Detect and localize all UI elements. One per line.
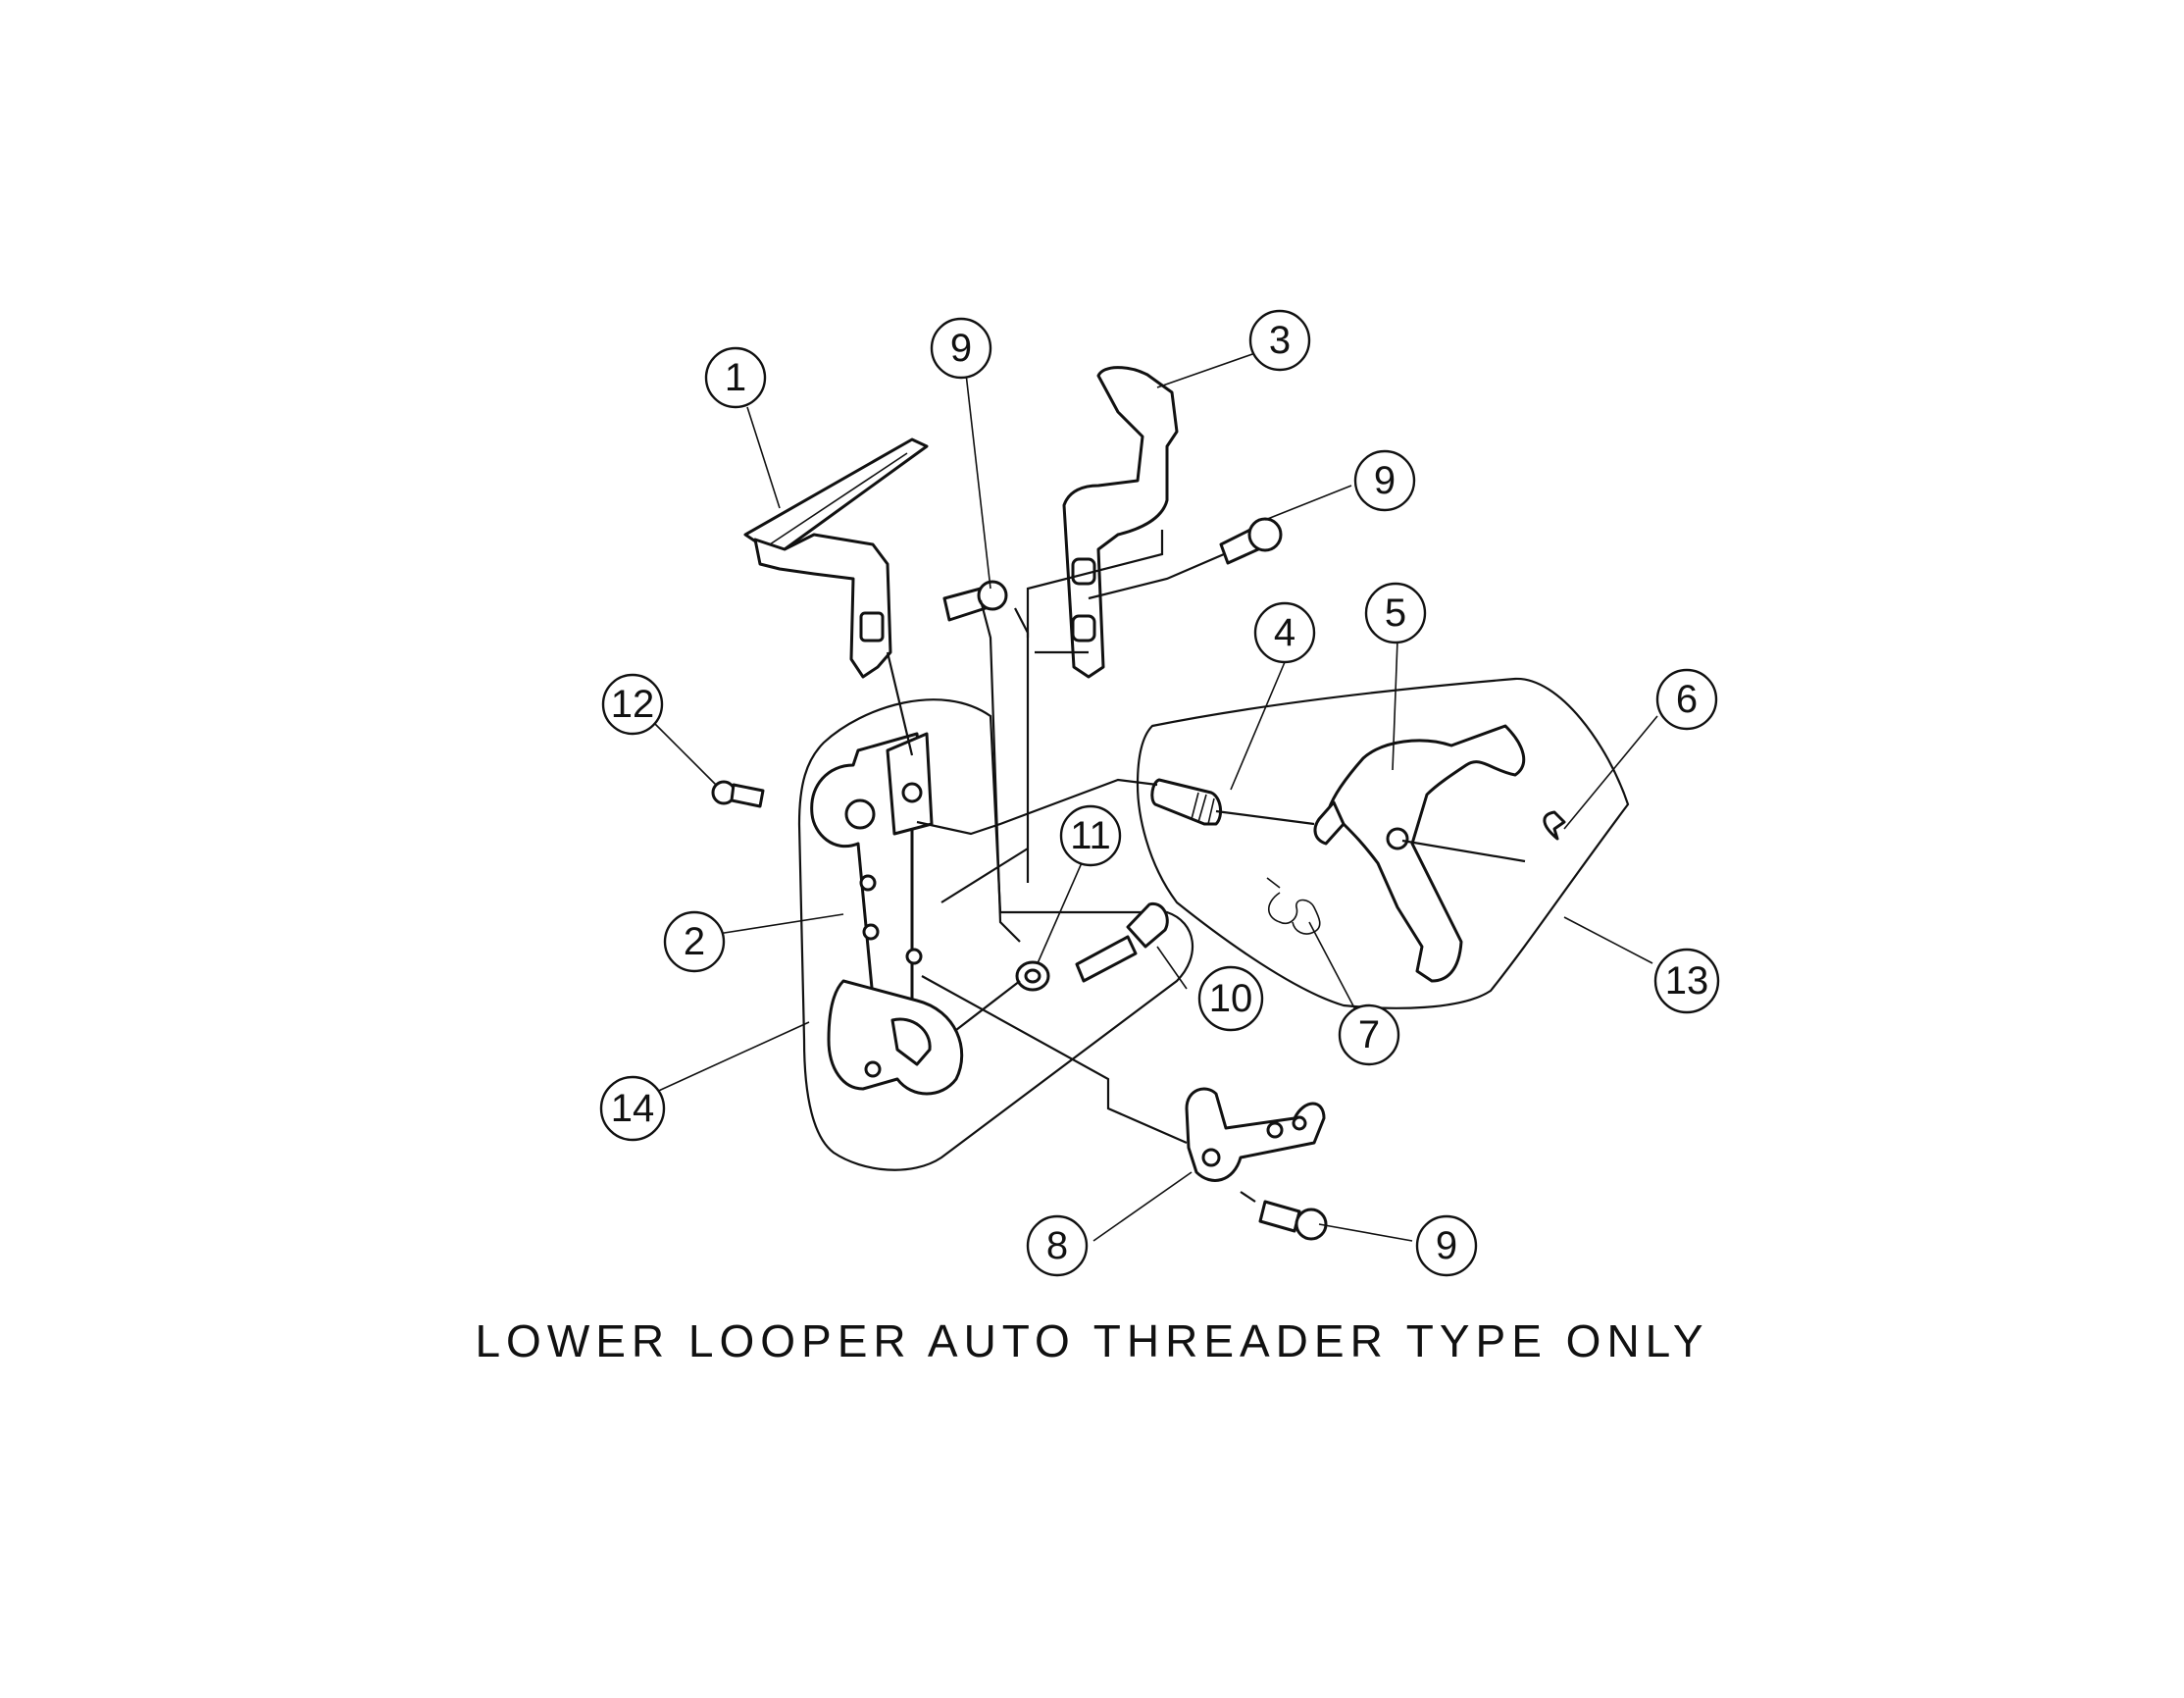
- svg-text:14: 14: [611, 1087, 655, 1130]
- callout-5: 5: [1364, 582, 1427, 644]
- callout-1: 1: [704, 346, 767, 409]
- callout-12: 12: [601, 673, 664, 736]
- part-5-lever: [1313, 724, 1526, 983]
- svg-text:9: 9: [1374, 459, 1396, 502]
- assembly-guide-lines: [886, 530, 1526, 1203]
- part-10-screw: [1075, 901, 1169, 983]
- callout-11: 11: [1059, 804, 1122, 867]
- diagram-caption: LOWER LOOPER AUTO THREADER TYPE ONLY: [475, 1315, 1709, 1366]
- part-9-screw-lower: [1258, 1200, 1328, 1241]
- part-1-looper-bracket: [743, 437, 929, 679]
- part-6-e-ring: [1543, 810, 1566, 841]
- part-2-link-arm: [810, 732, 964, 1096]
- svg-text:1: 1: [725, 356, 746, 399]
- callout-9-upper-left: 9: [930, 317, 992, 380]
- part-7-spring: [1266, 877, 1321, 935]
- svg-text:8: 8: [1046, 1224, 1068, 1267]
- part-9-screw-upper-right: [1219, 517, 1283, 565]
- part-4-pin: [1150, 778, 1223, 826]
- callout-14: 14: [599, 1075, 666, 1142]
- svg-text:13: 13: [1665, 959, 1709, 1003]
- part-11-washer: [1015, 960, 1050, 992]
- callout-9-lower: 9: [1415, 1214, 1478, 1277]
- part-9-screw-upper-left: [942, 580, 1008, 622]
- callout-2: 2: [663, 910, 726, 973]
- group-outline-13: [1136, 677, 1630, 1009]
- part-8-plate: [1185, 1087, 1326, 1182]
- svg-text:10: 10: [1209, 977, 1253, 1020]
- callout-13: 13: [1653, 948, 1720, 1014]
- svg-text:6: 6: [1676, 678, 1698, 721]
- svg-text:11: 11: [1070, 814, 1111, 857]
- svg-text:9: 9: [1436, 1224, 1457, 1267]
- callout-7: 7: [1338, 1003, 1400, 1066]
- group-outline-14: [797, 698, 1194, 1171]
- svg-text:7: 7: [1358, 1013, 1380, 1056]
- callout-8: 8: [1026, 1214, 1089, 1277]
- callout-10: 10: [1197, 965, 1264, 1032]
- part-3-thread-guide-bracket: [1062, 366, 1179, 679]
- svg-text:4: 4: [1274, 611, 1295, 654]
- svg-text:2: 2: [684, 920, 705, 963]
- part-12-screw: [711, 780, 765, 808]
- svg-text:3: 3: [1269, 319, 1291, 362]
- callout-9-upper-right: 9: [1353, 449, 1416, 512]
- callout-3: 3: [1248, 309, 1311, 372]
- callout-leaders: [651, 352, 1658, 1242]
- svg-text:12: 12: [611, 683, 655, 726]
- callout-6: 6: [1655, 668, 1718, 731]
- callout-4: 4: [1253, 601, 1316, 664]
- svg-text:5: 5: [1385, 592, 1406, 635]
- svg-text:9: 9: [950, 327, 972, 370]
